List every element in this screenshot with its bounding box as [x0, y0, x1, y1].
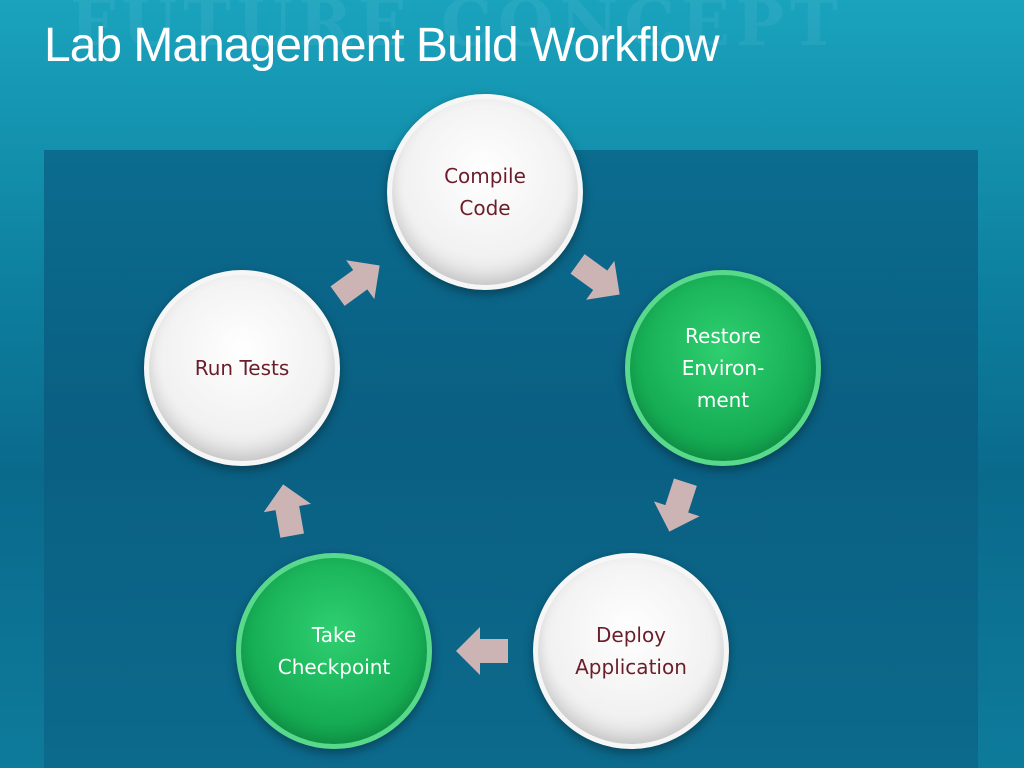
slide-title: Lab Management Build Workflow — [44, 19, 719, 72]
step-deploy-application[interactable]: Deploy Application — [533, 553, 729, 749]
step-run-tests[interactable]: Run Tests — [144, 270, 340, 466]
step-compile-code[interactable]: Compile Code — [387, 94, 583, 290]
step-take-checkpoint[interactable]: Take Checkpoint — [236, 553, 432, 749]
arrow-tests-to-compile-icon — [327, 252, 387, 312]
arrow-restore-to-deploy-icon — [648, 475, 708, 535]
arrow-checkpoint-to-tests-icon — [258, 482, 318, 542]
arrow-deploy-to-checkpoint-icon — [454, 621, 514, 681]
arrow-compile-to-restore-icon — [567, 248, 627, 308]
step-restore-environment[interactable]: Restore Environ- ment — [625, 270, 821, 466]
